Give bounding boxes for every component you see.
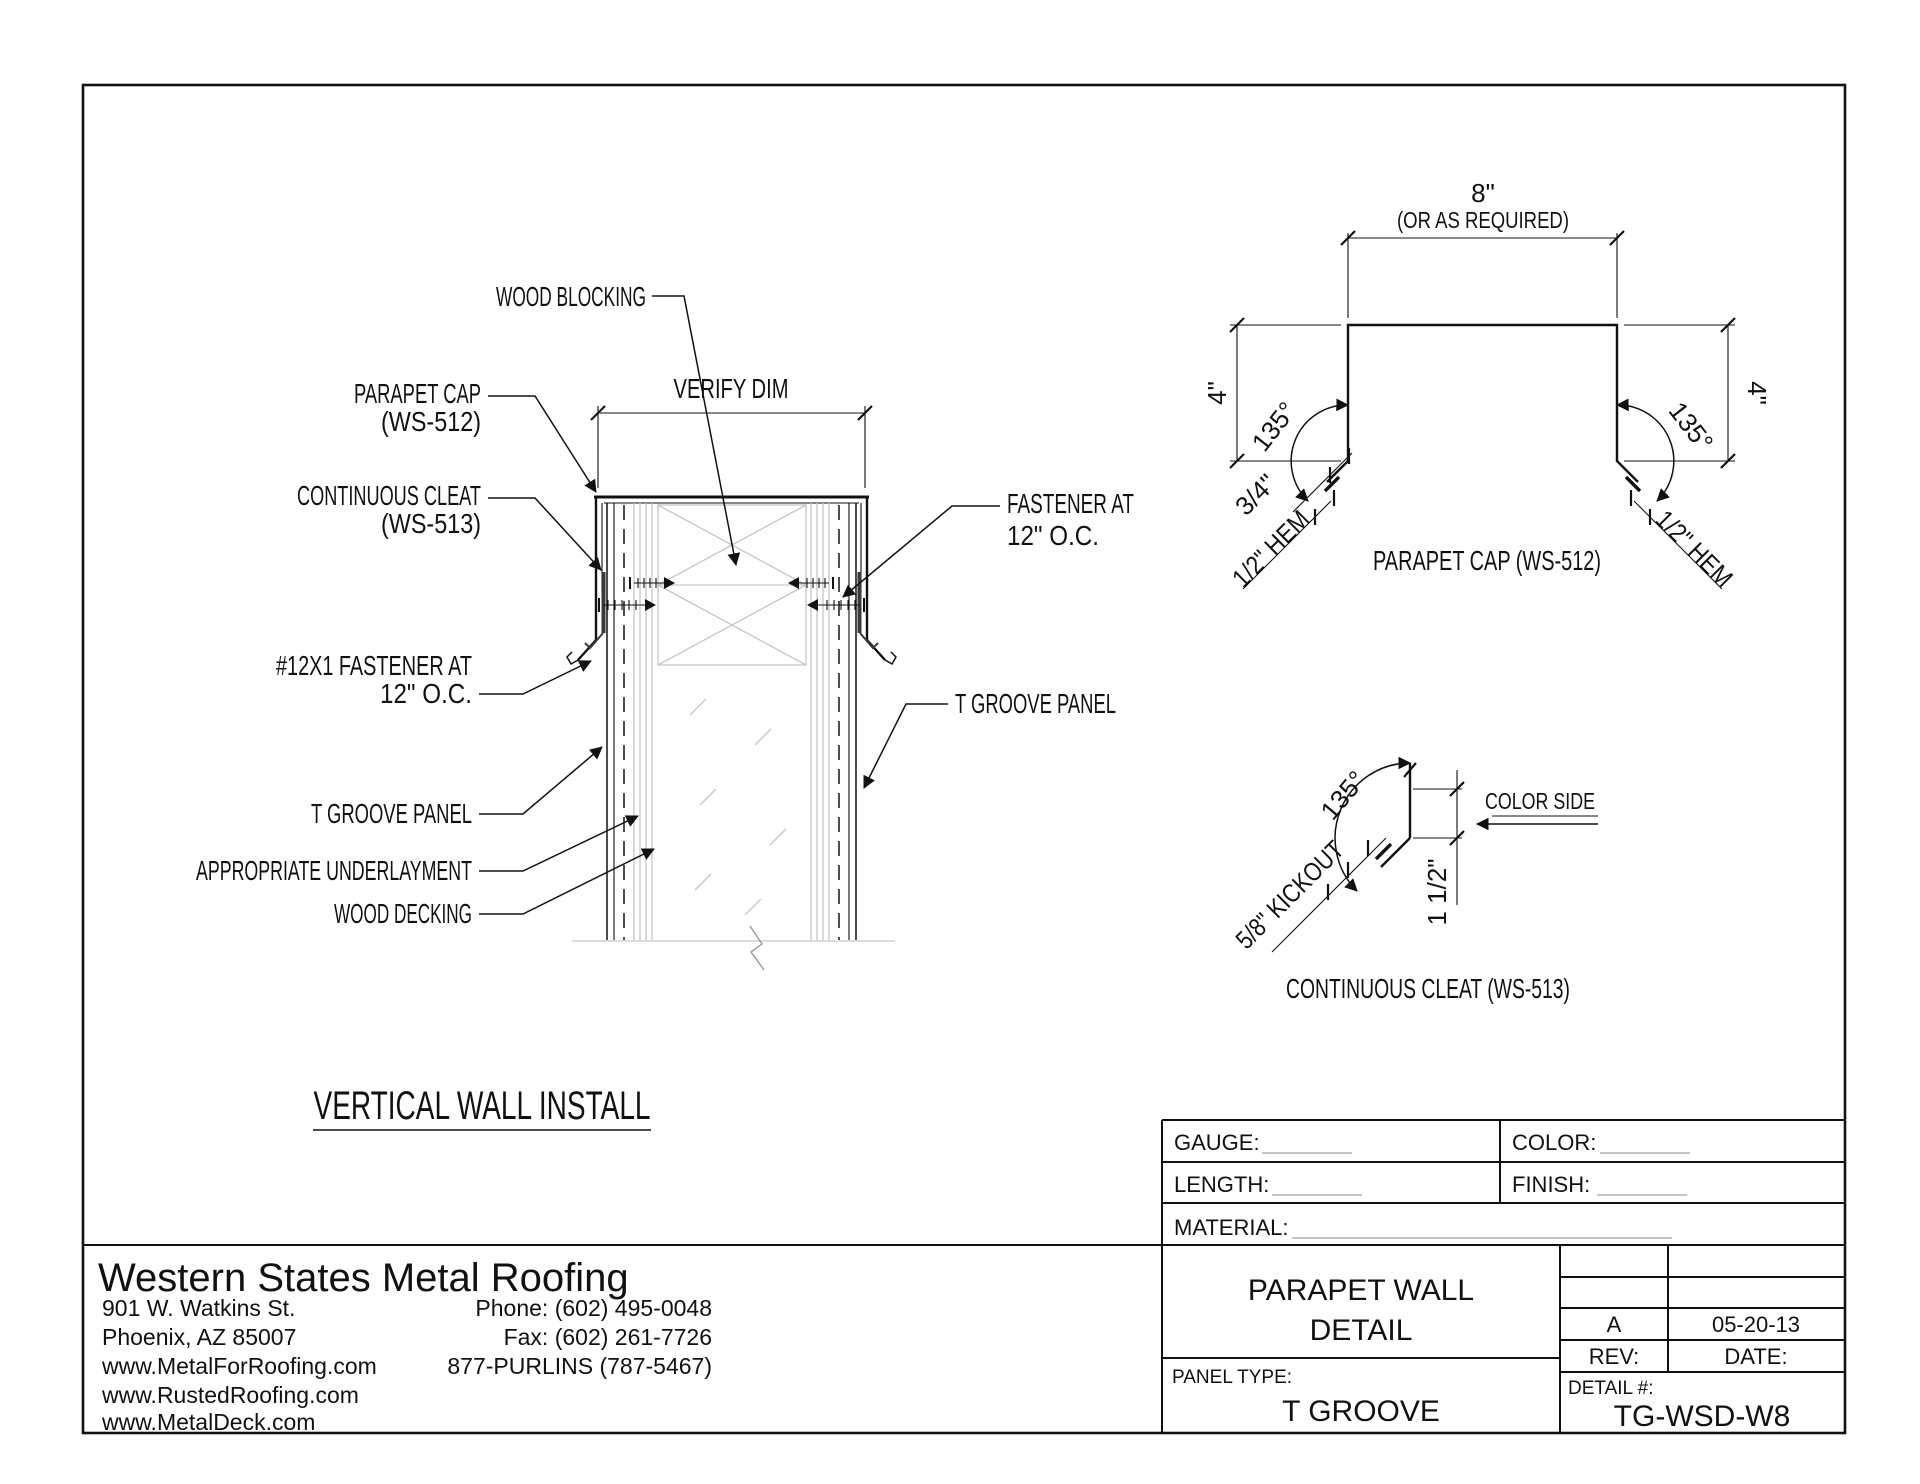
label-verify-dim: VERIFY DIM bbox=[674, 373, 789, 404]
color-label: COLOR: bbox=[1512, 1130, 1596, 1155]
cap-angle-left: 135° bbox=[1246, 396, 1303, 457]
cap-hem-right: 1/2" HEM bbox=[1650, 504, 1739, 593]
panel-type-label: PANEL TYPE: bbox=[1172, 1367, 1292, 1388]
wood-blocking-hatch bbox=[657, 504, 807, 666]
rev-value: A bbox=[1607, 1312, 1622, 1337]
panel-type-value: T GROOVE bbox=[1282, 1395, 1440, 1428]
label-parapet-cap-line2: (WS-512) bbox=[381, 406, 481, 437]
title-block: GAUGE: COLOR: LENGTH: FINISH: MATERIAL: … bbox=[1162, 1119, 1845, 1433]
sheet-border bbox=[81, 83, 1847, 1435]
detail-number-value: TG-WSD-W8 bbox=[1614, 1400, 1791, 1433]
wall-section-labels: WOOD BLOCKING PARAPET CAP (WS-512) CONTI… bbox=[196, 281, 1134, 929]
cap-angle-right: 135° bbox=[1663, 396, 1720, 457]
label-fastener-right-line2: 12" O.C. bbox=[1007, 520, 1099, 551]
date-label: DATE: bbox=[1724, 1344, 1787, 1369]
cleat-height-dim: 1 1/2" bbox=[1422, 858, 1452, 925]
company-fax: Fax: (602) 261-7726 bbox=[504, 1324, 712, 1350]
label-12x1-fastener-line1: #12X1 FASTENER AT bbox=[276, 650, 472, 681]
label-wood-decking: WOOD DECKING bbox=[334, 898, 472, 929]
break-symbol bbox=[749, 925, 765, 971]
material-label: MATERIAL: bbox=[1174, 1215, 1289, 1240]
company-website-3: www.MetalDeck.com bbox=[101, 1409, 315, 1435]
sheet-title-line1: PARAPET WALL bbox=[1248, 1274, 1474, 1307]
cap-width-dim: 8" bbox=[1471, 178, 1495, 208]
company-toll-free: 877-PURLINS (787-5467) bbox=[447, 1353, 712, 1379]
label-fastener-right-line1: FASTENER AT bbox=[1007, 488, 1134, 519]
finish-label: FINISH: bbox=[1512, 1172, 1590, 1197]
company-website-1: www.MetalForRoofing.com bbox=[101, 1353, 377, 1379]
label-t-groove-panel-left: T GROOVE PANEL bbox=[311, 798, 472, 829]
cleat-kickout-dim: 5/8" KICKOUT bbox=[1230, 834, 1350, 954]
label-continuous-cleat-line1: CONTINUOUS CLEAT bbox=[297, 480, 481, 511]
rev-label: REV: bbox=[1589, 1344, 1640, 1369]
wood-grain-hatch bbox=[689, 698, 787, 916]
label-12x1-fastener-line2: 12" O.C. bbox=[380, 678, 472, 709]
detail-number-label: DETAIL #: bbox=[1568, 1378, 1654, 1399]
sheet-title-line2: DETAIL bbox=[1310, 1314, 1413, 1347]
label-wood-blocking: WOOD BLOCKING bbox=[496, 281, 646, 312]
gauge-label: GAUGE: bbox=[1174, 1130, 1260, 1155]
section-title: VERTICAL WALL INSTALL bbox=[313, 1084, 651, 1131]
vertical-wall-install-title: VERTICAL WALL INSTALL bbox=[314, 1084, 651, 1128]
cap-hem-left: 1/2" HEM bbox=[1226, 504, 1315, 593]
fastener-screws bbox=[598, 577, 865, 612]
cap-leg-dim-left: 4" bbox=[1202, 381, 1232, 405]
cleat-detail-caption: CONTINUOUS CLEAT (WS-513) bbox=[1286, 973, 1570, 1004]
wall-section-drawing bbox=[566, 405, 897, 971]
company-block: Western States Metal Roofing 901 W. Watk… bbox=[83, 1120, 1845, 1435]
label-continuous-cleat-line2: (WS-513) bbox=[381, 508, 481, 539]
parapet-cap-detail: 8" (OR AS REQUIRED) 4" 4" 135° 135° bbox=[1202, 178, 1772, 593]
date-value: 05-20-13 bbox=[1712, 1312, 1800, 1337]
company-name: Western States Metal Roofing bbox=[98, 1256, 629, 1300]
length-label: LENGTH: bbox=[1174, 1172, 1269, 1197]
cap-width-note: (OR AS REQUIRED) bbox=[1397, 207, 1569, 233]
cap-detail-caption: PARAPET CAP (WS-512) bbox=[1373, 545, 1601, 576]
company-website-2: www.RustedRoofing.com bbox=[101, 1382, 359, 1408]
company-address-line2: Phoenix, AZ 85007 bbox=[102, 1324, 296, 1350]
company-phone: Phone: (602) 495-0048 bbox=[475, 1295, 712, 1321]
label-parapet-cap-line1: PARAPET CAP bbox=[354, 378, 481, 409]
company-address-line1: 901 W. Watkins St. bbox=[102, 1295, 295, 1321]
continuous-cleat-detail: 1 1/2" COLOR SIDE 135° 5/8" KICKOUT CONT… bbox=[1230, 756, 1598, 1004]
label-underlayment: APPROPRIATE UNDERLAYMENT bbox=[196, 855, 472, 886]
cap-kick-dim: 3/4" bbox=[1229, 468, 1282, 521]
cap-leg-dim-right: 4" bbox=[1742, 381, 1772, 405]
cleat-color-side-label: COLOR SIDE bbox=[1485, 788, 1595, 814]
cleat-angle: 135° bbox=[1314, 765, 1372, 825]
label-t-groove-panel-right: T GROOVE PANEL bbox=[955, 688, 1116, 719]
